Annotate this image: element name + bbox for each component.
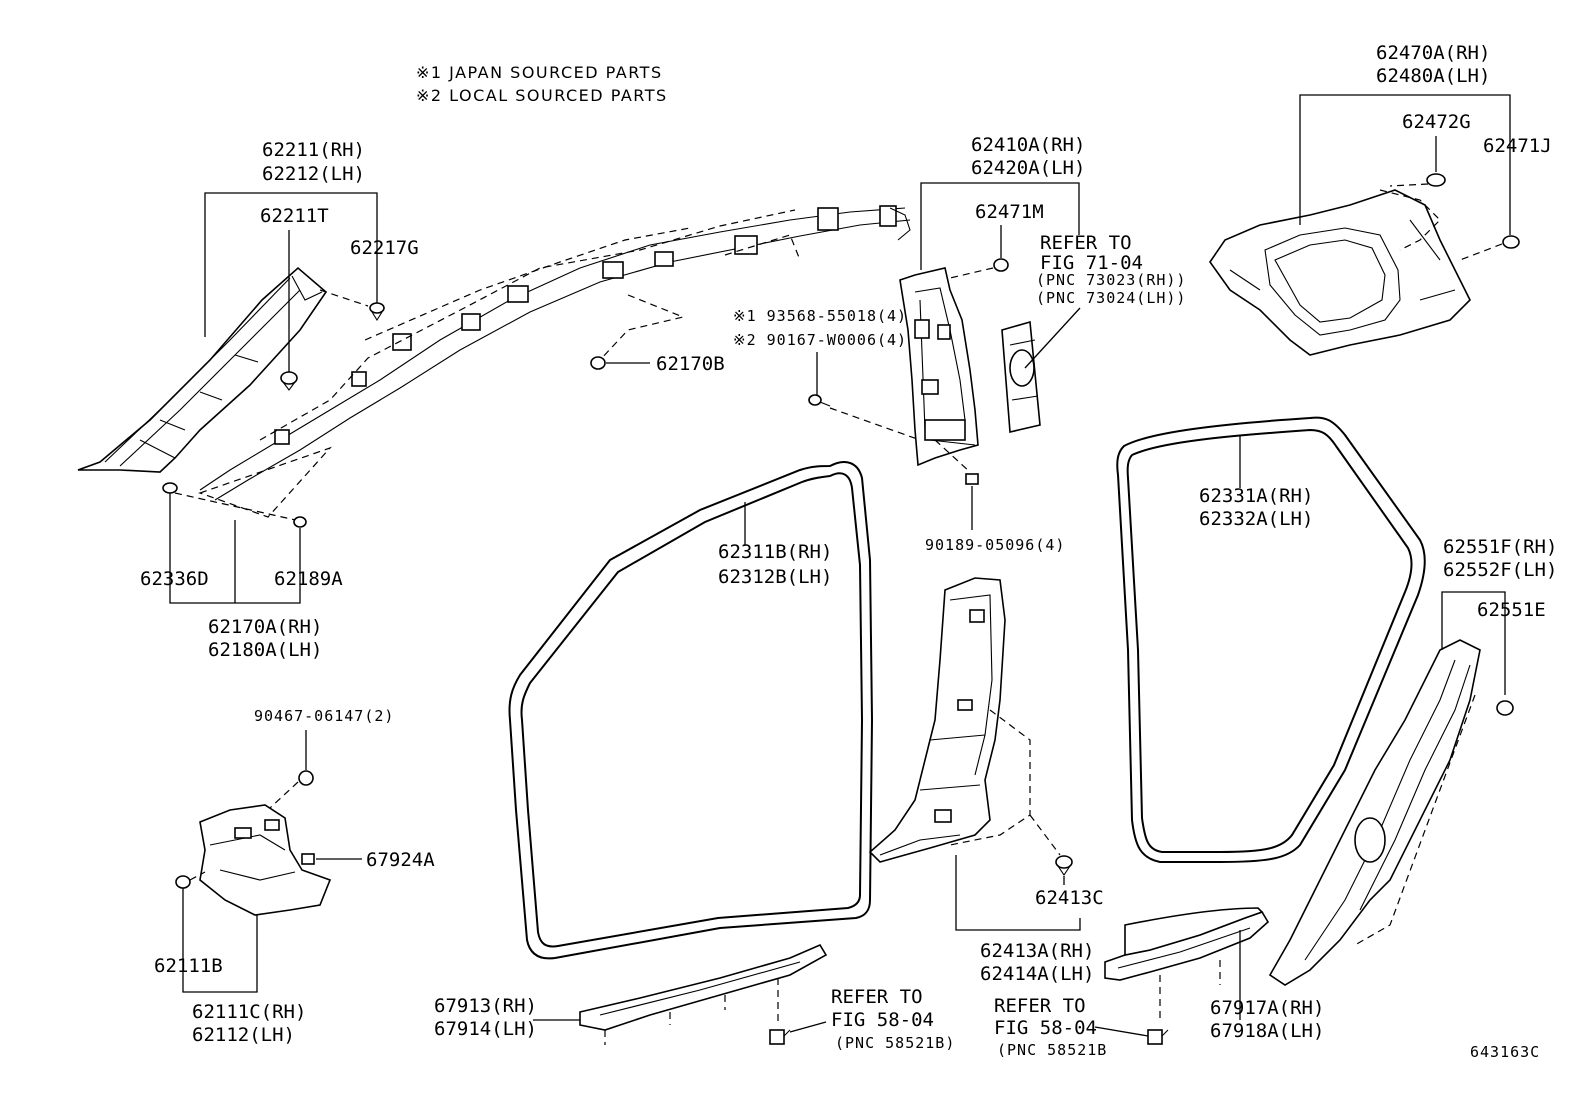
leader-62111c bbox=[182, 888, 258, 993]
center-pillar-lower-garnish bbox=[868, 577, 1006, 863]
clip-62336d-icon bbox=[162, 482, 178, 494]
rear-door-scuff-plate bbox=[1104, 907, 1270, 981]
clip-90467-icon bbox=[298, 770, 314, 786]
label-62551f-rh: 62551F(RH) bbox=[1443, 536, 1557, 558]
label-62420a-lh: 62420A(LH) bbox=[971, 157, 1085, 179]
label-refer71-line2: FIG 71-04 bbox=[1040, 252, 1143, 274]
label-refer71-line3: (PNC 73023(RH)) bbox=[1036, 271, 1186, 289]
label-62189a: 62189A bbox=[274, 568, 343, 590]
label-62471j: 62471J bbox=[1483, 135, 1552, 157]
leader-62211 bbox=[204, 192, 378, 337]
note-local-sourced: ※2 LOCAL SOURCED PARTS bbox=[416, 86, 668, 105]
label-62312b-lh: 62312B(LH) bbox=[718, 566, 832, 588]
label-refer58b-line2: FIG 58-04 bbox=[994, 1017, 1097, 1039]
clip-58521b-front-icon bbox=[769, 1029, 791, 1045]
label-refer58b-line1: REFER TO bbox=[994, 995, 1086, 1017]
label-67914-lh: 67914(LH) bbox=[434, 1018, 537, 1040]
clip-62472g-icon bbox=[1426, 173, 1446, 187]
label-67913-rh: 67913(RH) bbox=[434, 995, 537, 1017]
label-refer71-line4: (PNC 73024(LH)) bbox=[1036, 289, 1186, 307]
leader-62470a bbox=[1299, 94, 1511, 235]
clip-62471m-icon bbox=[993, 258, 1009, 272]
label-62111b: 62111B bbox=[154, 955, 223, 977]
rear-door-weatherstrip bbox=[1116, 416, 1426, 863]
clip-62170b-icon bbox=[590, 356, 606, 370]
label-62472g: 62472G bbox=[1402, 111, 1471, 133]
clip-62211t-icon bbox=[280, 371, 298, 391]
screw-icon bbox=[808, 394, 831, 407]
label-62336d: 62336D bbox=[140, 568, 209, 590]
label-90467-06147: 90467-06147(2) bbox=[254, 707, 394, 725]
clip-62471j-icon bbox=[1502, 235, 1520, 249]
clip-62413c-icon bbox=[1055, 855, 1073, 876]
clip-62189a-icon bbox=[293, 516, 307, 528]
leader-62551f bbox=[1441, 591, 1506, 695]
seatbelt-retractor-cover bbox=[1001, 320, 1041, 433]
figure-id: 643163C bbox=[1470, 1043, 1540, 1061]
label-refer71-line1: REFER TO bbox=[1040, 232, 1132, 254]
front-door-scuff-plate bbox=[579, 943, 828, 1031]
label-refer58a-line3: (PNC 58521B) bbox=[835, 1034, 955, 1052]
clip-67924a-icon bbox=[301, 853, 315, 865]
label-90167-w0006: ※2 90167-W0006(4) bbox=[733, 331, 907, 349]
clip-62551e-icon bbox=[1496, 700, 1514, 716]
roof-side-inner-garnish bbox=[1209, 189, 1471, 356]
label-62170a-rh: 62170A(RH) bbox=[208, 616, 322, 638]
leader-62413a bbox=[955, 855, 1081, 931]
label-62470a-rh: 62470A(RH) bbox=[1376, 42, 1490, 64]
note-japan-sourced: ※1 JAPAN SOURCED PARTS bbox=[416, 63, 663, 82]
front-door-weatherstrip bbox=[508, 461, 874, 960]
roof-side-rail-retainer bbox=[199, 205, 911, 501]
label-62471m: 62471M bbox=[975, 201, 1044, 223]
label-62480a-lh: 62480A(LH) bbox=[1376, 65, 1490, 87]
label-refer58a-line2: FIG 58-04 bbox=[831, 1009, 934, 1031]
quarter-trim-panel bbox=[1268, 639, 1481, 986]
label-62413a-rh: 62413A(RH) bbox=[980, 940, 1094, 962]
clip-58521b-rear-icon bbox=[1147, 1029, 1169, 1045]
clip-62111b-icon bbox=[175, 875, 191, 889]
label-62170b: 62170B bbox=[656, 353, 725, 375]
leader-62410a bbox=[920, 182, 1080, 270]
label-62332a-lh: 62332A(LH) bbox=[1199, 508, 1313, 530]
label-refer58a-line1: REFER TO bbox=[831, 986, 923, 1008]
label-62311b-rh: 62311B(RH) bbox=[718, 541, 832, 563]
label-62212-lh: 62212(LH) bbox=[262, 163, 365, 185]
nut-90189-icon bbox=[965, 473, 979, 485]
label-62112-lh: 62112(LH) bbox=[192, 1024, 295, 1046]
label-67917a-rh: 67917A(RH) bbox=[1210, 997, 1324, 1019]
label-62551e: 62551E bbox=[1477, 599, 1546, 621]
center-pillar-upper-garnish bbox=[899, 267, 979, 467]
label-62410a-rh: 62410A(RH) bbox=[971, 134, 1085, 156]
label-67924a: 67924A bbox=[366, 849, 435, 871]
label-62217g: 62217G bbox=[350, 237, 419, 259]
label-67918a-lh: 67918A(LH) bbox=[1210, 1020, 1324, 1042]
label-62414a-lh: 62414A(LH) bbox=[980, 963, 1094, 985]
label-62211-rh: 62211(RH) bbox=[262, 139, 365, 161]
label-62111c-rh: 62111C(RH) bbox=[192, 1001, 306, 1023]
label-90189-05096: 90189-05096(4) bbox=[925, 536, 1065, 554]
cowl-side-trim bbox=[199, 804, 332, 916]
label-62413c: 62413C bbox=[1035, 887, 1104, 909]
label-93568-55018: ※1 93568-55018(4) bbox=[733, 307, 907, 325]
label-62552f-lh: 62552F(LH) bbox=[1443, 559, 1557, 581]
label-refer58b-line3: (PNC 58521B bbox=[997, 1041, 1107, 1059]
label-62331a-rh: 62331A(RH) bbox=[1199, 485, 1313, 507]
a-pillar-garnish bbox=[77, 266, 328, 473]
label-62180a-lh: 62180A(LH) bbox=[208, 639, 322, 661]
label-62211t: 62211T bbox=[260, 205, 329, 227]
clip-62217g-icon bbox=[369, 302, 385, 322]
